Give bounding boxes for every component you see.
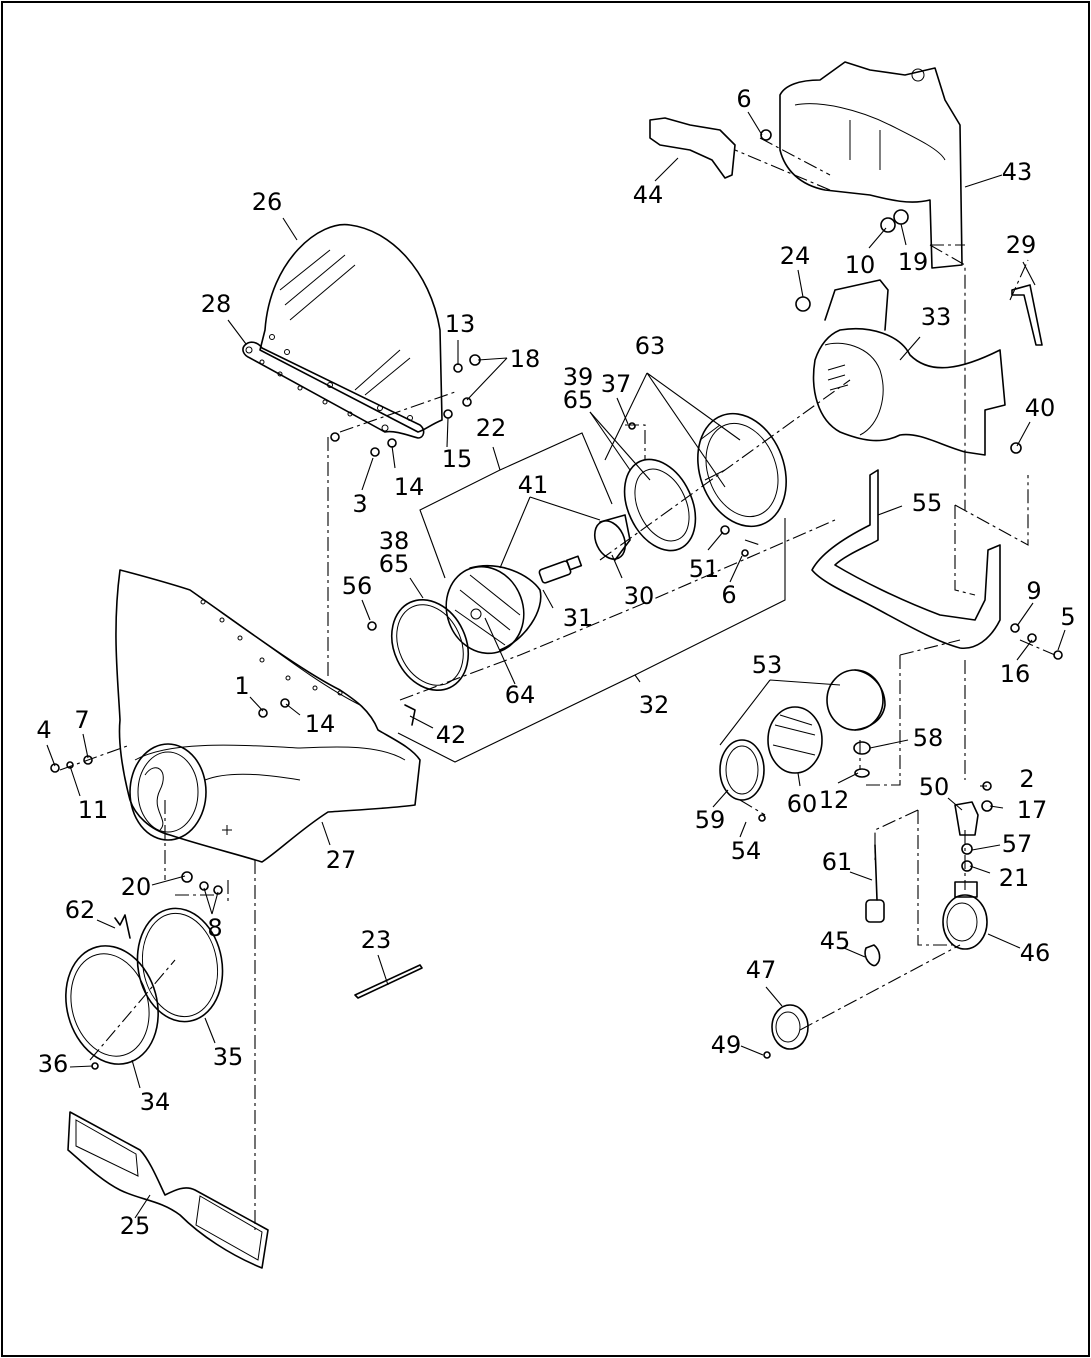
small-mounting-plate — [649, 117, 736, 179]
windshield-trim-strip — [242, 341, 425, 439]
callout-43: 43 — [1002, 158, 1033, 186]
callout-20: 20 — [121, 873, 152, 901]
callout-45: 45 — [820, 927, 851, 955]
callout-8: 8 — [207, 914, 222, 942]
callout-65-upper: 65 — [563, 386, 594, 414]
headlamp-sealed-beam — [445, 564, 542, 655]
callout-10: 10 — [845, 251, 876, 279]
callout-61: 61 — [822, 848, 853, 876]
callout-46: 46 — [1020, 939, 1051, 967]
callout-47: 47 — [746, 956, 777, 984]
callout-49: 49 — [711, 1031, 742, 1059]
callout-6-top: 6 — [736, 85, 751, 113]
callout-5: 5 — [1060, 603, 1075, 631]
callout-34: 34 — [140, 1088, 171, 1116]
turn-signal-lens — [771, 1004, 809, 1050]
callout-62: 62 — [65, 896, 96, 924]
windshield — [259, 223, 443, 433]
callout-14-lower: 14 — [305, 710, 336, 738]
callout-21: 21 — [999, 864, 1030, 892]
callout-56: 56 — [342, 572, 373, 600]
lower-mount-bracket — [811, 469, 1001, 649]
callout-39: 39 — [563, 363, 594, 391]
callout-33: 33 — [921, 303, 952, 331]
callout-53: 53 — [752, 651, 783, 679]
headlamp-retaining-ring — [136, 907, 224, 1023]
callout-16: 16 — [1000, 660, 1031, 688]
callout-40: 40 — [1025, 394, 1056, 422]
callout-51: 51 — [689, 555, 720, 583]
callout-57: 57 — [1002, 830, 1033, 858]
leader-lines — [46, 111, 1066, 1219]
callout-28: 28 — [201, 290, 232, 318]
callout-42: 42 — [436, 721, 467, 749]
callout-65-lower: 65 — [379, 550, 410, 578]
callout-59: 59 — [695, 806, 726, 834]
callout-31: 31 — [563, 604, 594, 632]
headlamp-mounting-bracket — [623, 458, 697, 552]
callout-18: 18 — [510, 345, 541, 373]
callout-38: 38 — [379, 527, 410, 555]
bulb-socket — [593, 514, 631, 561]
callout-17: 17 — [1017, 796, 1048, 824]
callout-35: 35 — [213, 1043, 244, 1071]
callout-19: 19 — [898, 248, 929, 276]
callout-11: 11 — [78, 796, 109, 824]
headlamp-housing — [697, 412, 787, 528]
fairing — [115, 569, 421, 863]
callout-3: 3 — [352, 490, 367, 518]
callout-58: 58 — [913, 724, 944, 752]
turn-signal-bulb — [864, 944, 881, 967]
callout-36: 36 — [38, 1050, 69, 1078]
callout-13: 13 — [445, 310, 476, 338]
callout-41: 41 — [518, 471, 549, 499]
callout-32: 32 — [639, 691, 670, 719]
callout-55: 55 — [912, 489, 943, 517]
hardware-fasteners — [50, 129, 1063, 1070]
callout-labels: 1 2 3 4 5 6 6 7 8 9 10 11 12 13 14 14 15… — [36, 85, 1075, 1240]
callout-9: 9 — [1026, 577, 1041, 605]
outer-nacelle — [812, 279, 1006, 456]
clamp-block — [954, 801, 979, 836]
callout-44: 44 — [633, 181, 664, 209]
mount-stud — [853, 741, 871, 778]
callout-14-upper: 14 — [394, 473, 425, 501]
aux-lamp-trim-ring — [719, 739, 765, 801]
callout-64: 64 — [505, 681, 536, 709]
callout-37: 37 — [601, 370, 632, 398]
bulb-socket-wire — [865, 844, 885, 923]
callout-2: 2 — [1019, 765, 1034, 793]
upper-bracket — [779, 61, 963, 269]
spring-clip — [114, 914, 131, 939]
headlamp-ring — [391, 598, 469, 692]
callout-29: 29 — [1006, 231, 1037, 259]
callout-6-bottom: 6 — [721, 581, 736, 609]
inner-fairing — [67, 1111, 269, 1269]
cable-strap — [354, 964, 423, 999]
headlamp-bulb — [538, 555, 583, 584]
callout-30: 30 — [624, 582, 655, 610]
callout-27: 27 — [326, 846, 357, 874]
callout-26: 26 — [252, 188, 283, 216]
callout-1: 1 — [234, 672, 249, 700]
callout-22: 22 — [476, 414, 507, 442]
callout-25: 25 — [120, 1212, 151, 1240]
callout-23: 23 — [361, 926, 392, 954]
callout-7: 7 — [74, 706, 89, 734]
callout-60: 60 — [787, 790, 818, 818]
callout-54: 54 — [731, 837, 762, 865]
callout-15: 15 — [442, 445, 473, 473]
callout-63: 63 — [635, 332, 666, 360]
callout-12: 12 — [819, 786, 850, 814]
aux-lamp-housing — [826, 669, 886, 731]
turn-signal-housing — [942, 881, 988, 950]
callout-50: 50 — [919, 773, 950, 801]
callout-4: 4 — [36, 716, 51, 744]
aux-lamp-lens — [767, 706, 823, 774]
callout-24: 24 — [780, 242, 811, 270]
